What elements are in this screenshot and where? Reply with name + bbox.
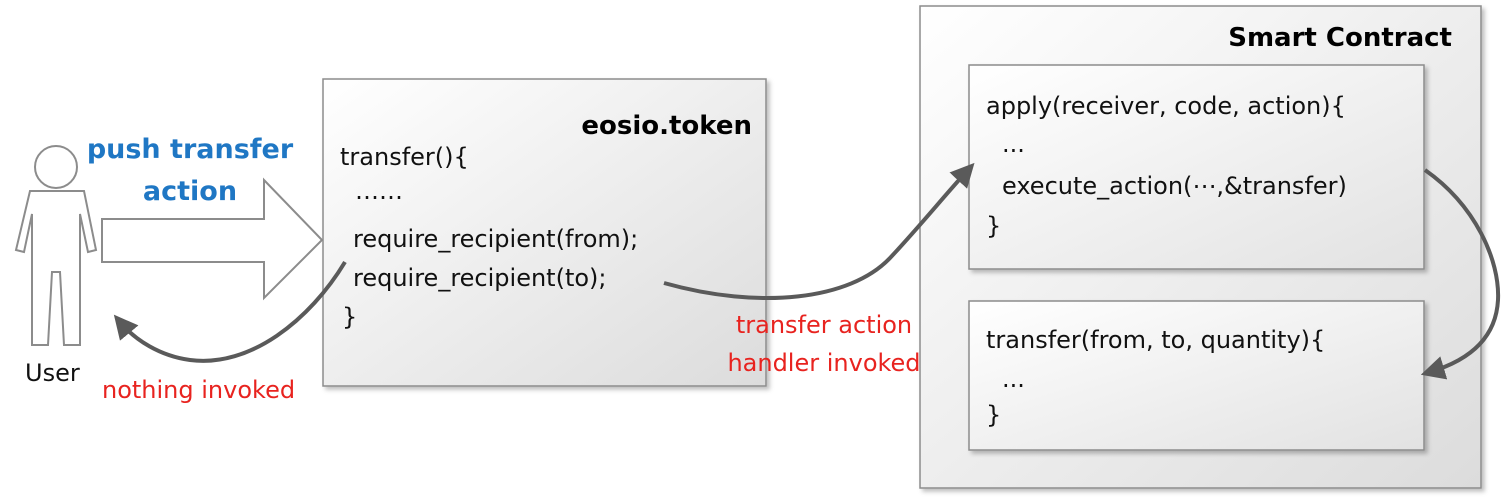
eosio-token-line: } [342,303,357,331]
handler-invoked-arrow [663,162,975,301]
apply-line: ... [1002,130,1025,158]
eosio-token-line: require_recipient(to); [353,264,607,292]
eosio-token-box: eosio.token transfer(){ …… require_recip… [322,78,767,387]
apply-function-box: apply(receiver, code, action){ ... execu… [968,64,1425,270]
smart-contract-box: Smart Contract apply(receiver, code, act… [919,5,1482,489]
nothing-invoked-arrow [113,260,347,363]
eosio-token-line: transfer(){ [340,143,469,171]
user-figure-icon [14,145,98,346]
smart-contract-title: Smart Contract [1228,23,1452,53]
apply-line: execute_action(⋯,&transfer) [1002,172,1347,200]
push-transfer-label: push transfer [87,134,294,165]
apply-line: } [986,212,1001,240]
push-arrow-shape [101,177,324,301]
eosio-token-line: …… [355,177,403,205]
push-action-label: action [143,176,237,207]
execute-to-transfer-arrow [1420,168,1501,380]
transfer-handler-line: ... [1002,365,1025,393]
eosio-token-title: eosio.token [581,111,752,141]
handler-invoked-label-line2: handler invoked [727,349,920,377]
user-label: User [25,359,80,387]
apply-line: apply(receiver, code, action){ [986,92,1346,120]
transfer-handler-line: transfer(from, to, quantity){ [986,326,1325,354]
eosio-token-line: require_recipient(from); [353,225,638,253]
handler-invoked-label-line1: transfer action [736,311,912,339]
transfer-handler-line: } [986,401,1001,429]
transfer-handler-box: transfer(from, to, quantity){ ... } [968,300,1425,451]
nothing-invoked-label: nothing invoked [102,376,295,404]
